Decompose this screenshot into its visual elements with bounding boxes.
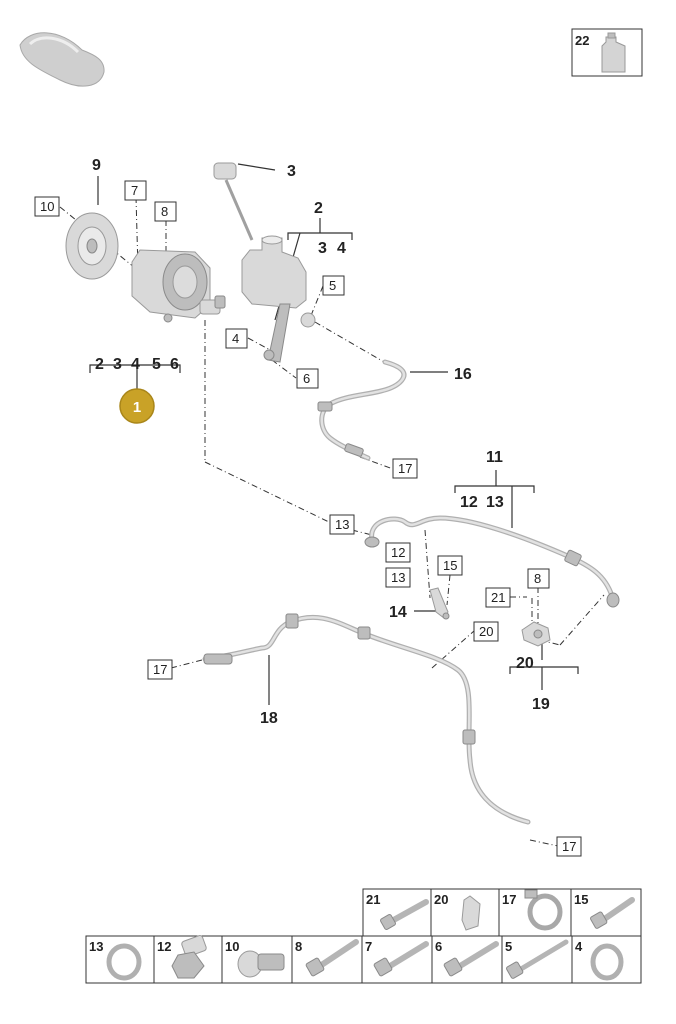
box-17-bottom: 17 [562,839,576,854]
box-21: 21 [491,590,505,605]
boxed-references: 10 7 8 5 4 6 17 13 12 13 15 8 21 20 17 1… [34,180,582,857]
thumbnail-15[interactable]: 15 [570,888,642,937]
box-17-top: 17 [398,461,412,476]
washer-icon [590,943,624,981]
number-13-line: 13 [486,494,504,511]
box-7: 7 [131,183,138,198]
svg-text:21: 21 [366,892,380,907]
number-2-pump: 2 [95,356,104,373]
thumbnail-13[interactable]: 13 [85,935,155,984]
reservoir-part[interactable] [241,235,316,363]
box-12: 12 [391,545,405,560]
thumbnail-grid-bottom: 13 12 10 8 [85,935,642,984]
long-bolt-icon [506,939,569,979]
box-17-left: 17 [153,662,167,677]
thumbnail-6[interactable]: 6 [431,935,503,984]
box-13-line: 13 [335,517,349,532]
part-22-label: 22 [575,33,589,48]
svg-text:17: 17 [502,892,516,907]
number-11: 11 [486,449,503,466]
car-silhouette-icon [19,32,105,87]
thumbnail-21[interactable]: 21 [362,888,432,937]
number-14: 14 [389,604,407,621]
box-5: 5 [329,278,336,293]
bracket-14[interactable] [429,587,450,620]
svg-text:6: 6 [435,939,442,954]
box-20: 20 [479,624,493,639]
thumbnail-20[interactable]: 20 [430,888,500,937]
bolt-icon [443,941,499,977]
svg-text:5: 5 [505,939,512,954]
number-20-clamp: 20 [516,655,534,672]
pump-part[interactable] [131,249,226,323]
svg-text:7: 7 [365,939,372,954]
part-22-box[interactable]: 22 [571,28,643,77]
bolt-icon [373,941,429,977]
number-9: 9 [92,157,101,174]
thumbnail-8[interactable]: 8 [291,935,363,984]
thumbnail-12[interactable]: 12 [153,935,223,984]
number-12-line: 12 [460,494,478,511]
number-19: 19 [532,696,550,713]
box-8-clamp: 8 [534,571,541,586]
thumbnail-grid-top: 21 20 17 15 [362,888,642,937]
box-4: 4 [232,331,239,346]
thumbnail-10[interactable]: 10 [221,935,293,984]
svg-text:10: 10 [225,939,239,954]
pulley-part[interactable] [65,212,119,280]
number-3-reservoir: 3 [318,240,327,257]
number-5-pump: 5 [152,356,161,373]
box-10: 10 [40,199,54,214]
part-1-badge[interactable]: 1 [119,388,155,424]
clip-icon [461,895,481,931]
thumbnail-4[interactable]: 4 [571,935,642,984]
part-numbers: 9 3 2 3 4 2 3 4 5 6 16 11 12 13 14 20 19… [92,157,550,727]
svg-text:13: 13 [89,939,103,954]
number-4-pump: 4 [131,356,140,373]
clamp-19[interactable] [521,621,551,647]
dipstick-part[interactable] [213,162,254,241]
box-13: 13 [391,570,405,585]
number-2-reservoir: 2 [314,200,323,217]
bolt-icon [590,897,635,929]
thumbnail-17[interactable]: 17 [498,888,572,937]
number-18: 18 [260,710,278,727]
bolt-icon [380,899,429,930]
line-11[interactable] [364,515,620,608]
bolt-icon [305,939,359,977]
hose-clamp-icon [524,889,563,931]
badge-number: 1 [133,399,141,416]
hose-16[interactable] [317,359,407,461]
flange-bolt-icon [237,950,285,978]
hex-bolt-icon [171,935,207,979]
number-4-reservoir: 4 [337,240,346,257]
number-16: 16 [454,366,472,383]
number-3-pump: 3 [113,356,122,373]
box-6: 6 [303,371,310,386]
svg-text:4: 4 [575,939,583,954]
oil-bottle-icon [601,32,626,73]
number-3-dipstick: 3 [287,163,296,180]
box-8-pump: 8 [161,204,168,219]
thumbnail-7[interactable]: 7 [361,935,433,984]
line-18[interactable] [202,613,531,825]
thumbnail-5[interactable]: 5 [501,935,573,984]
number-6-pump: 6 [170,356,179,373]
washer-icon [106,943,142,981]
box-15: 15 [443,558,457,573]
svg-text:20: 20 [434,892,448,907]
svg-text:8: 8 [295,939,302,954]
svg-text:15: 15 [574,892,588,907]
svg-text:12: 12 [157,939,171,954]
